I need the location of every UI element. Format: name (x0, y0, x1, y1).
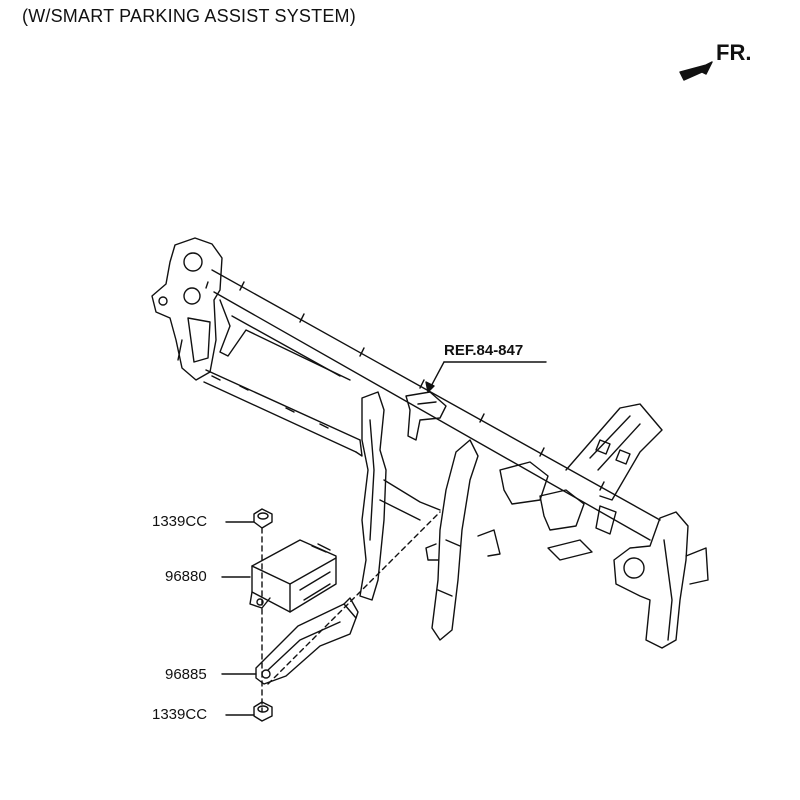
part-label-nut-bottom[interactable]: 1339CC (152, 706, 208, 723)
mounting-bracket-icon[interactable] (221, 597, 359, 685)
part-label-nut-top[interactable]: 1339CC (152, 513, 208, 530)
part-label-control-unit[interactable]: 96880 (165, 568, 207, 585)
control-unit-icon[interactable] (221, 539, 337, 613)
front-arrow-icon (679, 61, 713, 81)
reference-leader-line (425, 361, 547, 393)
nut-bottom-icon[interactable] (225, 701, 273, 722)
part-label-bracket[interactable]: 96885 (165, 666, 207, 683)
exploded-view-leader (261, 511, 441, 713)
reference-label[interactable]: REF.84-847 (444, 342, 524, 359)
cowl-cross-bar (151, 237, 709, 649)
nut-top-icon[interactable] (225, 508, 273, 529)
diagram-title: (W/SMART PARKING ASSIST SYSTEM) (22, 6, 356, 26)
front-direction-label: FR. (716, 40, 752, 65)
